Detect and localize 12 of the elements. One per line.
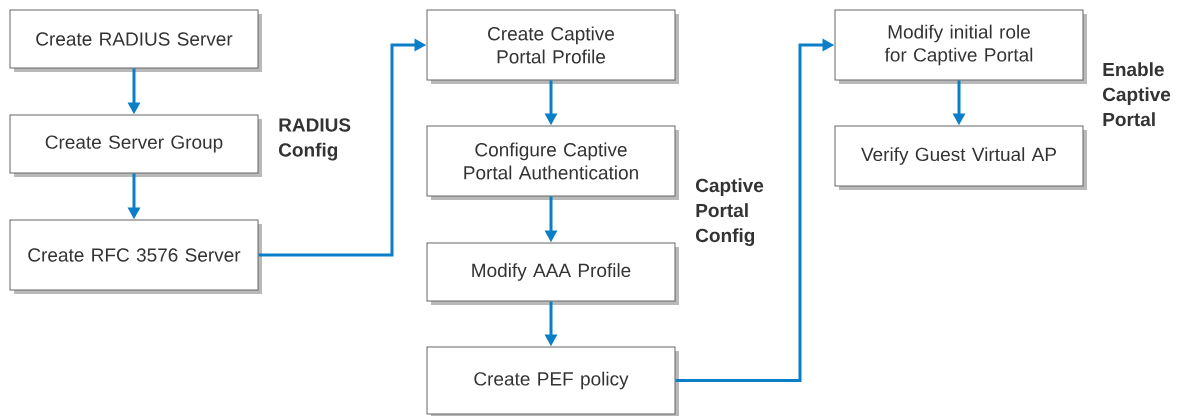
process-box: Create Captive Portal Profile [426, 9, 679, 84]
process-box: Create Server Group [9, 114, 262, 177]
process-box: Create RFC 3576 Server [9, 219, 262, 294]
process-box: Verify Guest Virtual AP [834, 125, 1087, 190]
group-label: Captive Portal Config [696, 178, 764, 246]
process-box: Configure Captive Portal Authentication [426, 125, 679, 200]
group-label: Enable Captive Portal [1103, 62, 1171, 127]
process-box: Create RADIUS Server [9, 9, 262, 72]
process-box: Modify AAA Profile [426, 242, 679, 305]
group-label: RADIUS Config [279, 118, 351, 161]
process-box: Modify initial role for Captive Portal [834, 9, 1087, 84]
process-box: Create PEF policy [426, 346, 679, 416]
